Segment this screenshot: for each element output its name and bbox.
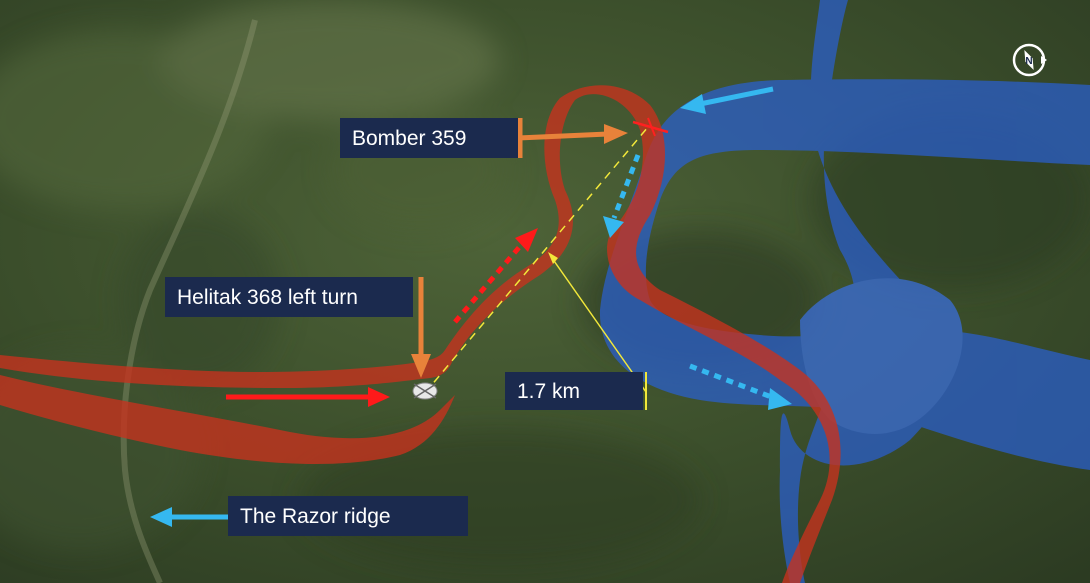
helitak-label: Helitak 368 left turn xyxy=(165,277,413,317)
helicopter-icon xyxy=(412,382,438,400)
bomber-track xyxy=(599,0,1090,583)
helitak-track xyxy=(0,85,841,583)
distance-pointer-arrowhead xyxy=(548,252,558,264)
svg-text:N: N xyxy=(1025,56,1032,67)
helitak-callout-connector xyxy=(411,277,431,378)
ridge-line xyxy=(120,19,258,583)
ridge-direction-arrow xyxy=(150,507,228,527)
helitak-direction-arrow xyxy=(226,387,390,407)
ridge-label: The Razor ridge xyxy=(228,496,468,536)
bomber-callout-connector xyxy=(517,118,628,158)
helitak-projected-arrow xyxy=(453,228,538,324)
distance-pointer xyxy=(551,257,647,393)
separation-line xyxy=(424,126,649,394)
bomber-position-marker xyxy=(632,117,669,137)
bomber-entry-arrow xyxy=(680,86,774,114)
bomber-label: Bomber 359 xyxy=(340,118,518,158)
north-compass-icon: N xyxy=(1012,43,1047,77)
bomber-descent-arrow xyxy=(603,154,641,238)
distance-label: 1.7 km xyxy=(505,372,643,410)
bomber-exit-arrow xyxy=(689,363,792,410)
